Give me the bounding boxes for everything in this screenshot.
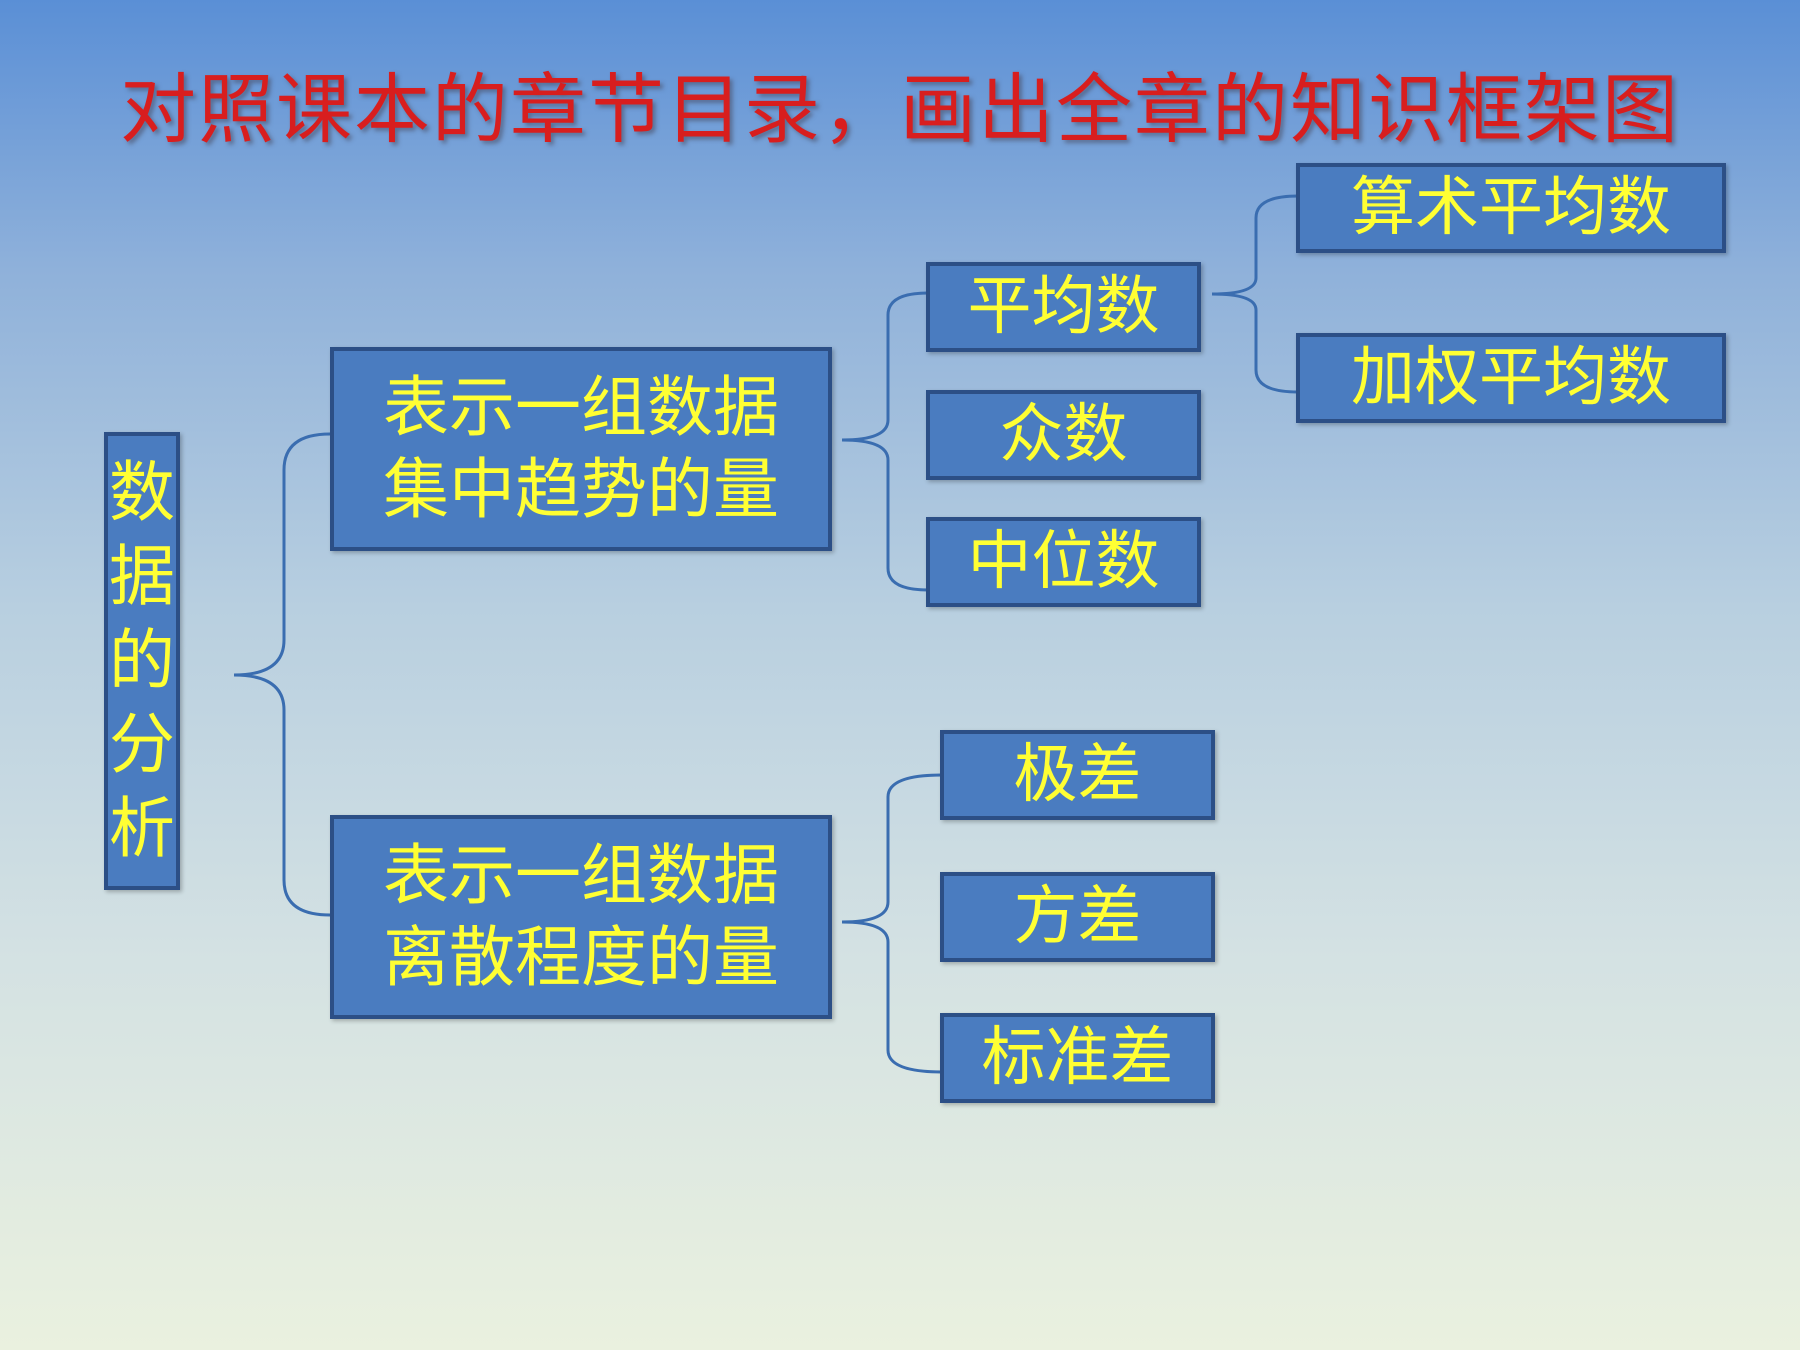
bracket-central-tendency	[841, 291, 929, 592]
central-tendency-line: 集中趋势的量	[383, 451, 779, 528]
root-box: 数 据 的 分 析	[104, 432, 180, 890]
weighted-mean-label: 加权平均数	[1351, 340, 1671, 415]
variance-box: 方差	[940, 872, 1215, 962]
std-dev-label: 标准差	[981, 1020, 1174, 1095]
mean-box: 平均数	[926, 262, 1201, 352]
page-title: 对照课本的章节目录，画出全章的知识框架图	[120, 65, 1680, 154]
root-char: 的	[109, 622, 175, 699]
dispersion-box: 表示一组数据 离散程度的量	[330, 815, 832, 1019]
arithmetic-mean-box: 算术平均数	[1296, 163, 1726, 253]
bracket-root	[233, 432, 331, 917]
mode-box: 众数	[926, 390, 1201, 480]
variance-label: 方差	[1013, 879, 1142, 954]
median-label: 中位数	[967, 524, 1160, 599]
root-char: 分	[109, 706, 175, 783]
range-label: 极差	[1013, 737, 1142, 812]
bracket-mean	[1211, 194, 1299, 394]
std-dev-box: 标准差	[940, 1013, 1215, 1103]
central-tendency-box: 表示一组数据 集中趋势的量	[330, 347, 832, 551]
weighted-mean-box: 加权平均数	[1296, 333, 1726, 423]
bracket-dispersion	[841, 773, 943, 1074]
root-char: 数	[109, 454, 175, 531]
mean-label: 平均数	[967, 269, 1160, 344]
central-tendency-line: 表示一组数据	[383, 369, 779, 446]
root-char: 据	[109, 538, 175, 615]
range-box: 极差	[940, 730, 1215, 820]
median-box: 中位数	[926, 517, 1201, 607]
dispersion-line: 表示一组数据	[383, 837, 779, 914]
mode-label: 众数	[999, 397, 1128, 472]
arithmetic-mean-label: 算术平均数	[1351, 170, 1671, 245]
root-char: 析	[109, 790, 175, 867]
dispersion-line: 离散程度的量	[383, 919, 779, 996]
